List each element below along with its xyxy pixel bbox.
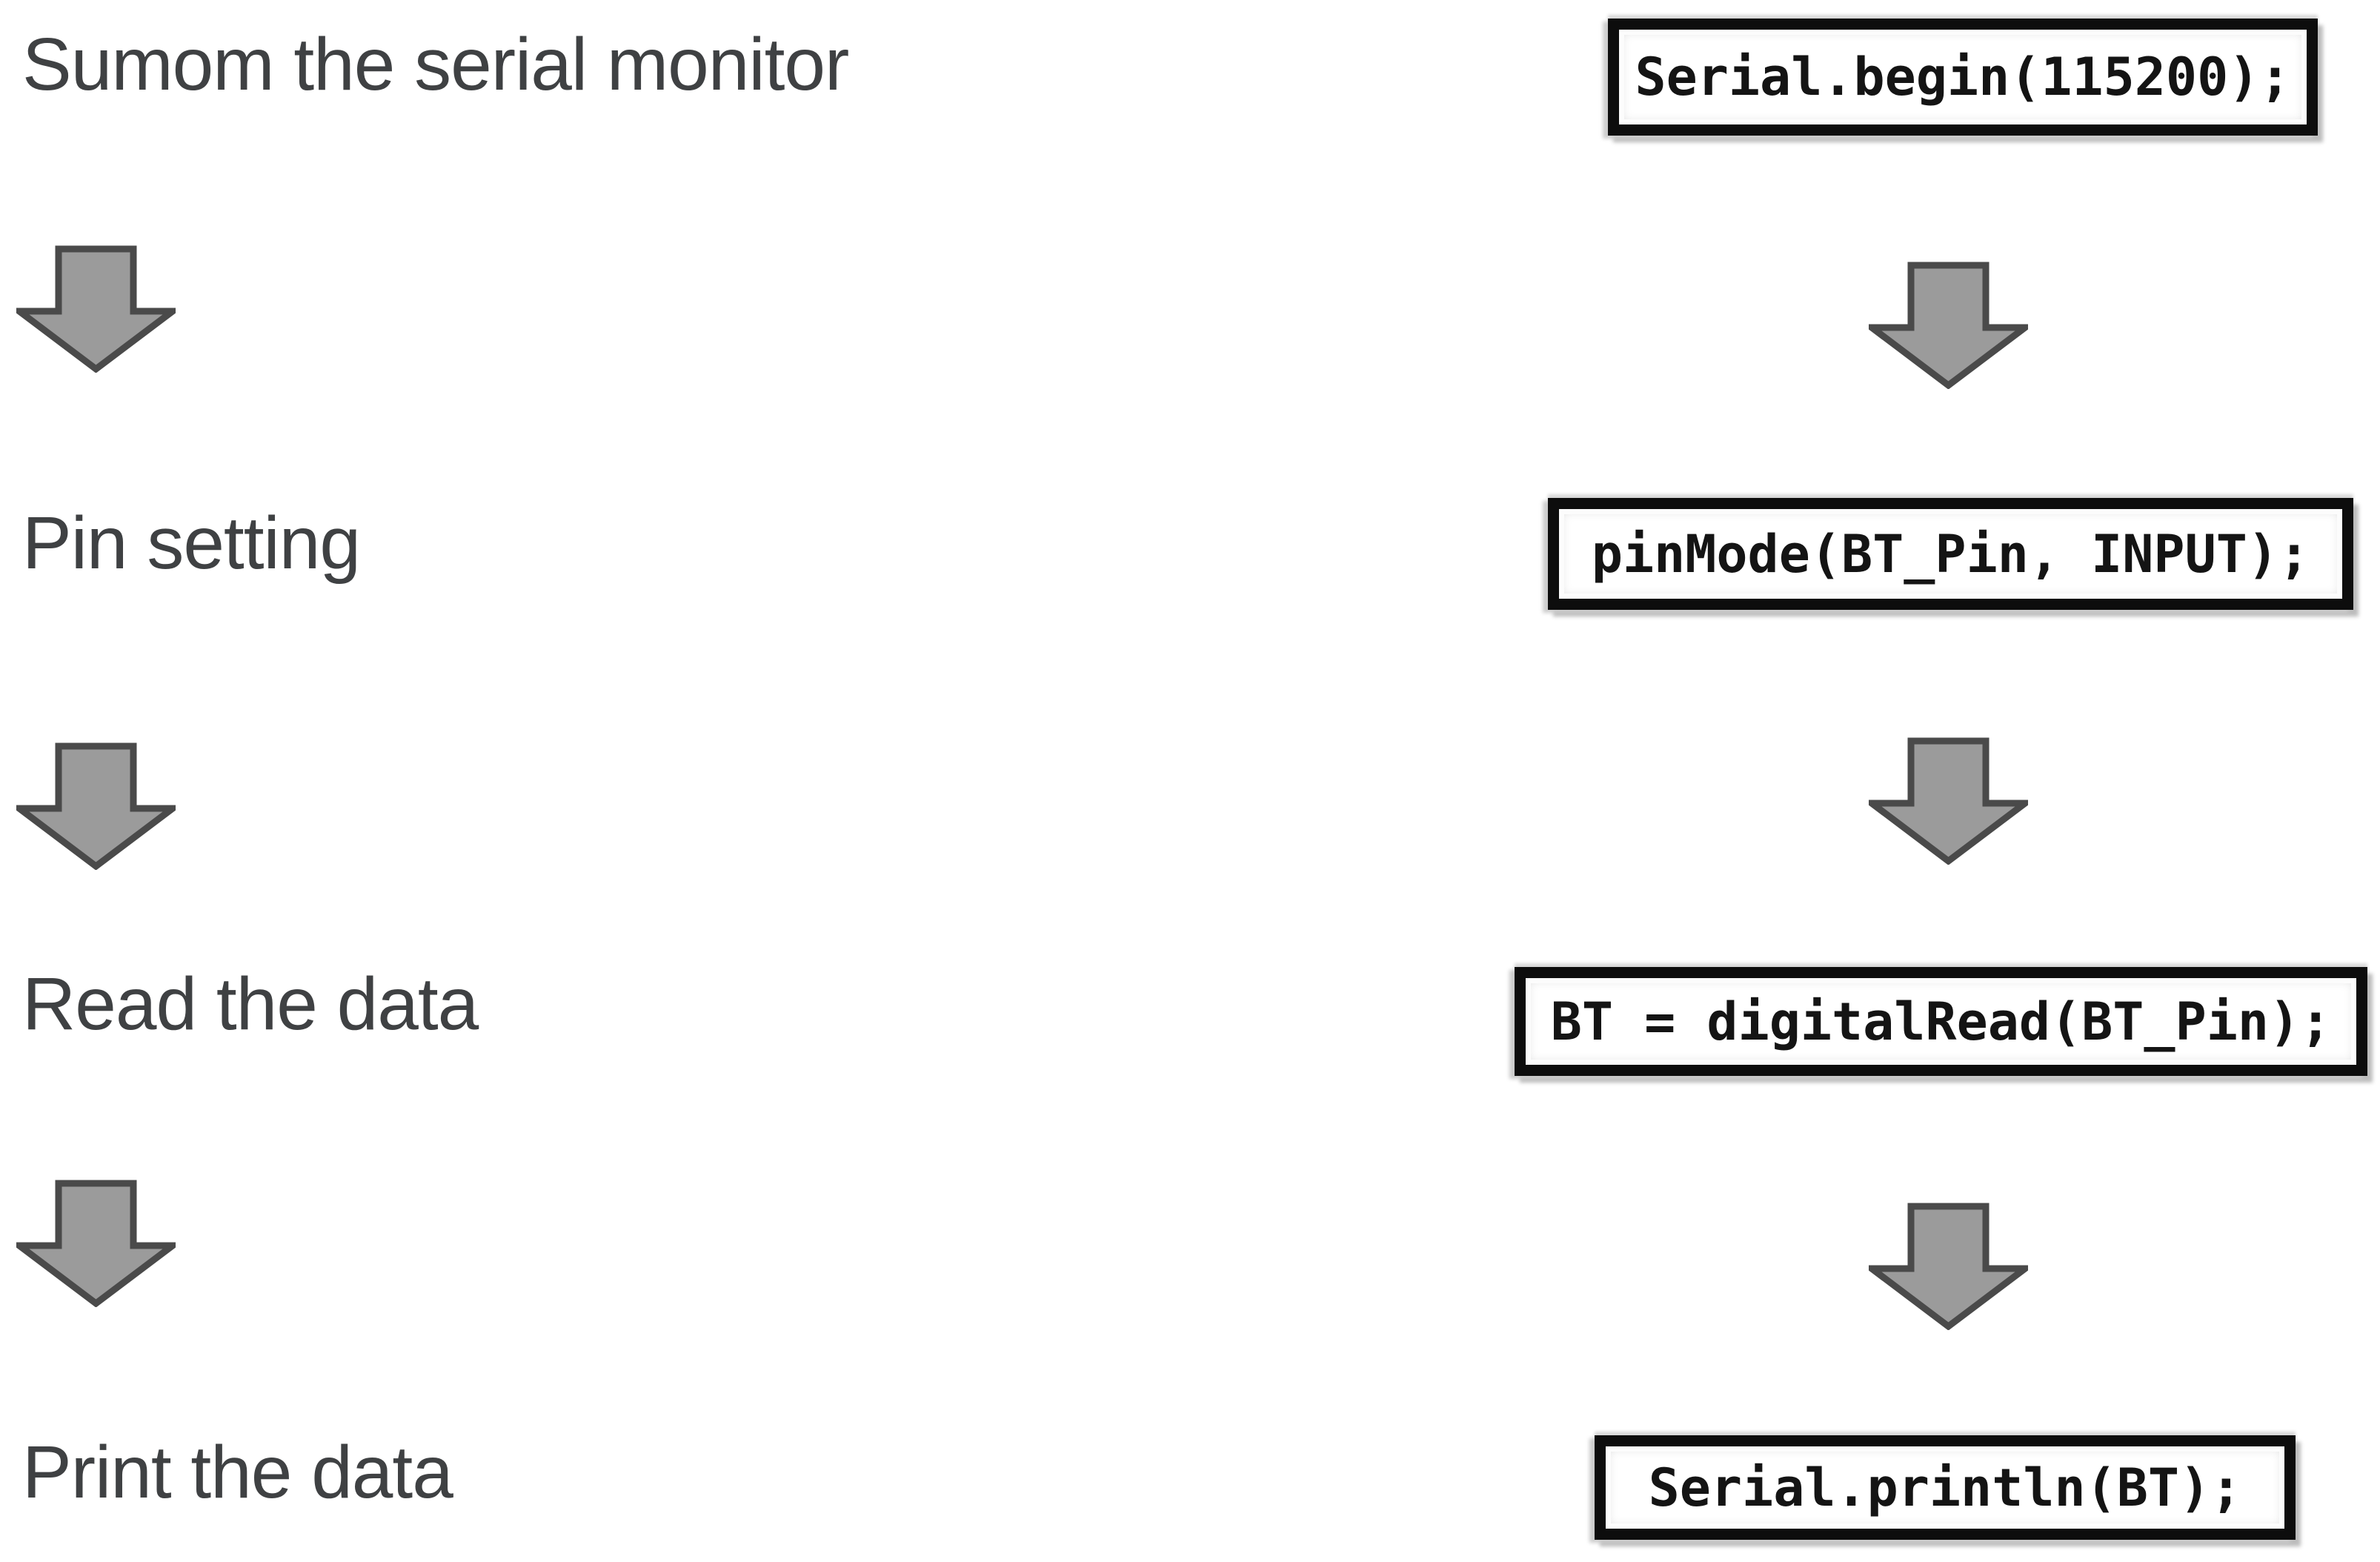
step-label-read-data: Read the data xyxy=(22,963,479,1046)
down-arrow-icon xyxy=(1869,737,2028,865)
down-arrow-icon xyxy=(1869,1203,2028,1330)
step-label-serial-monitor: Sumom the serial monitor xyxy=(22,23,849,106)
code-text-digitalread: BT = digitalRead(BT_Pin); xyxy=(1550,991,2332,1052)
code-text-serial-begin: Serial.begin(115200); xyxy=(1635,47,2291,107)
down-arrow-icon xyxy=(1869,262,2028,389)
code-box-pinmode: pinMode(BT_Pin, INPUT); xyxy=(1548,498,2353,610)
code-text-pinmode: pinMode(BT_Pin, INPUT); xyxy=(1591,523,2310,585)
code-text-serial-println: Serial.println(BT); xyxy=(1648,1457,2242,1518)
down-arrow-icon xyxy=(16,742,176,870)
code-box-serial-println: Serial.println(BT); xyxy=(1595,1435,2296,1540)
step-label-pin-setting: Pin setting xyxy=(22,502,361,585)
down-arrow-icon xyxy=(16,1180,176,1307)
down-arrow-icon xyxy=(16,245,176,373)
code-box-serial-begin: Serial.begin(115200); xyxy=(1608,19,2318,136)
step-label-print-data: Print the data xyxy=(22,1431,453,1514)
code-box-digitalread: BT = digitalRead(BT_Pin); xyxy=(1515,967,2367,1076)
